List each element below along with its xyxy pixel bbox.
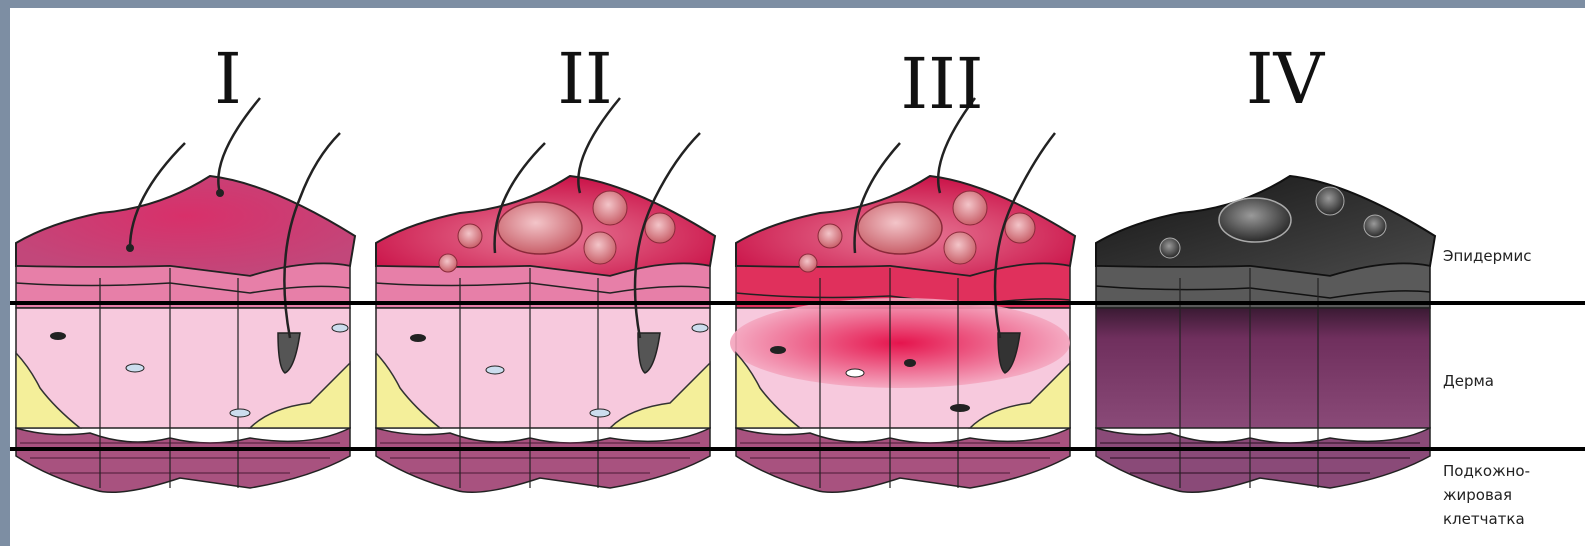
numeral-stage-4: IV bbox=[1246, 38, 1326, 120]
block-stage-1 bbox=[16, 98, 355, 492]
diagram-frame: I II III IV Эпидермис Дерма Подкожно- жи… bbox=[10, 8, 1585, 546]
label-epidermis: Эпидермис bbox=[1443, 247, 1531, 265]
numeral-stage-2: II bbox=[557, 38, 612, 120]
numeral-stage-3: III bbox=[901, 43, 984, 125]
burn-degrees-diagram: I II III IV Эпидермис Дерма Подкожно- жи… bbox=[10, 8, 1585, 546]
label-subcutis-line-1: Подкожно- bbox=[1443, 462, 1530, 480]
block-stage-4 bbox=[1096, 176, 1435, 492]
numeral-stage-1: I bbox=[214, 38, 242, 120]
block-stage-3 bbox=[730, 98, 1075, 492]
block-stage-2 bbox=[376, 98, 715, 492]
label-dermis: Дерма bbox=[1443, 372, 1494, 390]
label-subcutis-line-3: клетчатка bbox=[1443, 510, 1525, 528]
label-subcutis-line-2: жировая bbox=[1443, 486, 1512, 504]
